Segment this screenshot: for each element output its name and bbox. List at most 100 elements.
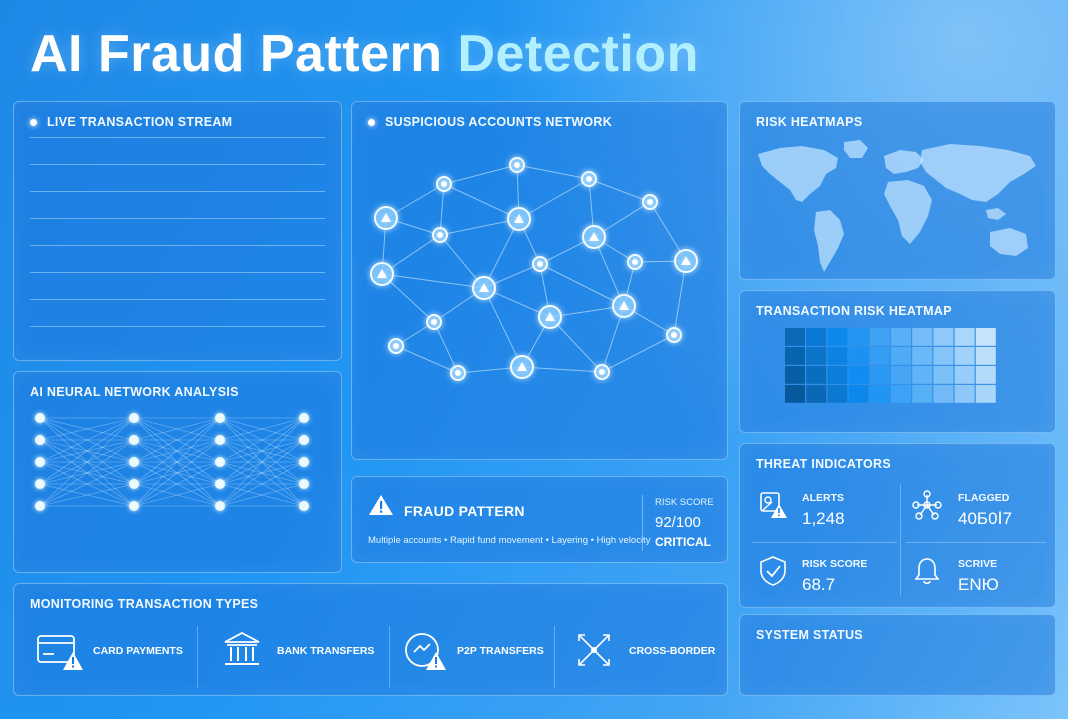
neural-node [129, 457, 139, 467]
stream-row[interactable] [30, 191, 325, 192]
threat-indicator-alerts[interactable]: ALERTS 1,248 [740, 444, 898, 542]
stream-row[interactable] [30, 272, 325, 273]
neural-network-panel[interactable]: AI NEURAL NETWORK ANALYSIS [13, 371, 342, 573]
account-node [436, 176, 452, 192]
neural-connection [133, 417, 221, 441]
network-edge [483, 218, 520, 289]
threat-indicators-panel[interactable]: THREAT INDICATORS ALERTS 1,248 FLAGGED [739, 443, 1056, 608]
neural-connection [133, 417, 221, 463]
network-edge [433, 321, 459, 374]
heatmap-cell [848, 328, 869, 346]
world-map-graphic[interactable] [740, 102, 1056, 280]
stream-row[interactable] [30, 326, 325, 327]
flagged-account-node [370, 262, 394, 286]
suspicious-network-panel[interactable]: SUSPICIOUS ACCOUNTS NETWORK [351, 101, 728, 460]
stream-row[interactable] [30, 164, 325, 165]
live-stream-panel[interactable]: LIVE TRANSACTION STREAM [13, 101, 342, 361]
flagged-account-node [538, 305, 562, 329]
flagged-account-node [612, 294, 636, 318]
fraud-pattern-title: FRAUD PATTERN [404, 503, 525, 519]
neural-node [215, 435, 225, 445]
threat-indicator-label: ALERTS [802, 492, 844, 504]
heatmap-cell [891, 347, 911, 365]
network-edge [483, 287, 551, 318]
neural-node [215, 479, 225, 489]
flagged-account-node [510, 355, 534, 379]
network-edge [443, 183, 520, 220]
divider [197, 626, 198, 688]
card-alert-icon [37, 635, 83, 670]
page-title-main: AI Fraud Pattern [30, 25, 443, 83]
transaction-type-card-payments[interactable]: CARD PAYMENTS [34, 628, 194, 678]
neural-node [35, 501, 45, 511]
transaction-heatmap-grid[interactable] [740, 291, 1056, 433]
risk-heatmaps-panel[interactable]: RISK HEATMAPS [739, 101, 1056, 280]
threat-indicator-flagged[interactable]: FLAGGED 40Б0Ⅰ7 [900, 444, 1055, 542]
heatmap-cell [806, 366, 827, 384]
neural-connection [219, 483, 305, 507]
stream-row[interactable] [30, 245, 325, 246]
network-nodes-icon [912, 490, 942, 520]
risk-level-badge: CRITICAL [655, 535, 711, 549]
transaction-heatmap-panel[interactable]: TRANSACTION RISK HEATMAP [739, 290, 1056, 433]
stream-row[interactable] [30, 218, 325, 219]
neural-network-graphic [35, 413, 309, 511]
neural-node [299, 413, 309, 423]
heatmap-cell [827, 366, 848, 384]
network-edge [483, 287, 523, 368]
threat-indicator-risk-score[interactable]: RISK SCORE 68.7 [740, 543, 898, 607]
system-status-panel[interactable]: SYSTEM STATUS [739, 614, 1056, 696]
heatmap-cell [869, 328, 890, 346]
transaction-types-panel[interactable]: MONITORING TRANSACTION TYPES CARD PAYMEN… [13, 583, 728, 696]
neural-connection [133, 461, 221, 507]
neural-connection [133, 461, 221, 485]
neural-connection [219, 439, 305, 485]
neural-connection [133, 439, 221, 485]
heatmap-cell [975, 366, 996, 384]
divider [752, 542, 897, 543]
fraud-pattern-panel[interactable]: FRAUD PATTERN Multiple accounts • Rapid … [351, 476, 728, 563]
neural-connection [133, 483, 221, 507]
heatmap-cell [848, 347, 869, 365]
suspicious-network-graph[interactable] [352, 102, 728, 460]
neural-connection [219, 417, 305, 463]
system-status-title: SYSTEM STATUS [756, 628, 863, 642]
neural-node [129, 501, 139, 511]
neural-connection [219, 417, 305, 463]
transaction-type-label: BANK TRANSFERS [277, 645, 375, 657]
network-edge [549, 316, 603, 373]
transaction-type-cross-border[interactable]: CROSS-BORDER [574, 628, 724, 678]
threat-indicator-scrive[interactable]: SCRIVE ENЮ [900, 543, 1055, 607]
neural-node [35, 413, 45, 423]
account-node [627, 254, 643, 270]
neural-connection [133, 461, 221, 507]
neural-connection [219, 417, 305, 507]
stream-row[interactable] [30, 299, 325, 300]
stream-row[interactable] [30, 137, 325, 138]
neural-connection [39, 417, 135, 507]
risk-heatmaps-title: RISK HEATMAPS [756, 115, 863, 129]
transaction-type-bank-transfers[interactable]: BANK TRANSFERS [222, 628, 382, 678]
live-stream-title: LIVE TRANSACTION STREAM [30, 115, 232, 129]
neural-connection [219, 439, 305, 463]
account-node [532, 256, 548, 272]
neural-connection [39, 461, 135, 507]
account-node [642, 194, 658, 210]
neural-connection [219, 417, 305, 507]
heatmap-cell [975, 347, 996, 365]
heatmap-cell [869, 366, 890, 384]
neural-node [299, 435, 309, 445]
account-node [426, 314, 442, 330]
transaction-type-p2p-transfers[interactable]: P2P TRANSFERS [402, 628, 552, 678]
network-edge [673, 260, 687, 336]
heatmap-cell [785, 328, 805, 346]
fraud-pattern-description: Multiple accounts • Rapid fund movement … [368, 535, 651, 546]
neural-node [35, 435, 45, 445]
neural-node [35, 457, 45, 467]
flagged-account-node [472, 276, 496, 300]
neural-node [215, 501, 225, 511]
neural-connection [133, 417, 221, 485]
threat-indicator-value: 68.7 [802, 575, 836, 594]
heatmap-cell [933, 347, 954, 365]
heatmap-cell [891, 328, 911, 346]
